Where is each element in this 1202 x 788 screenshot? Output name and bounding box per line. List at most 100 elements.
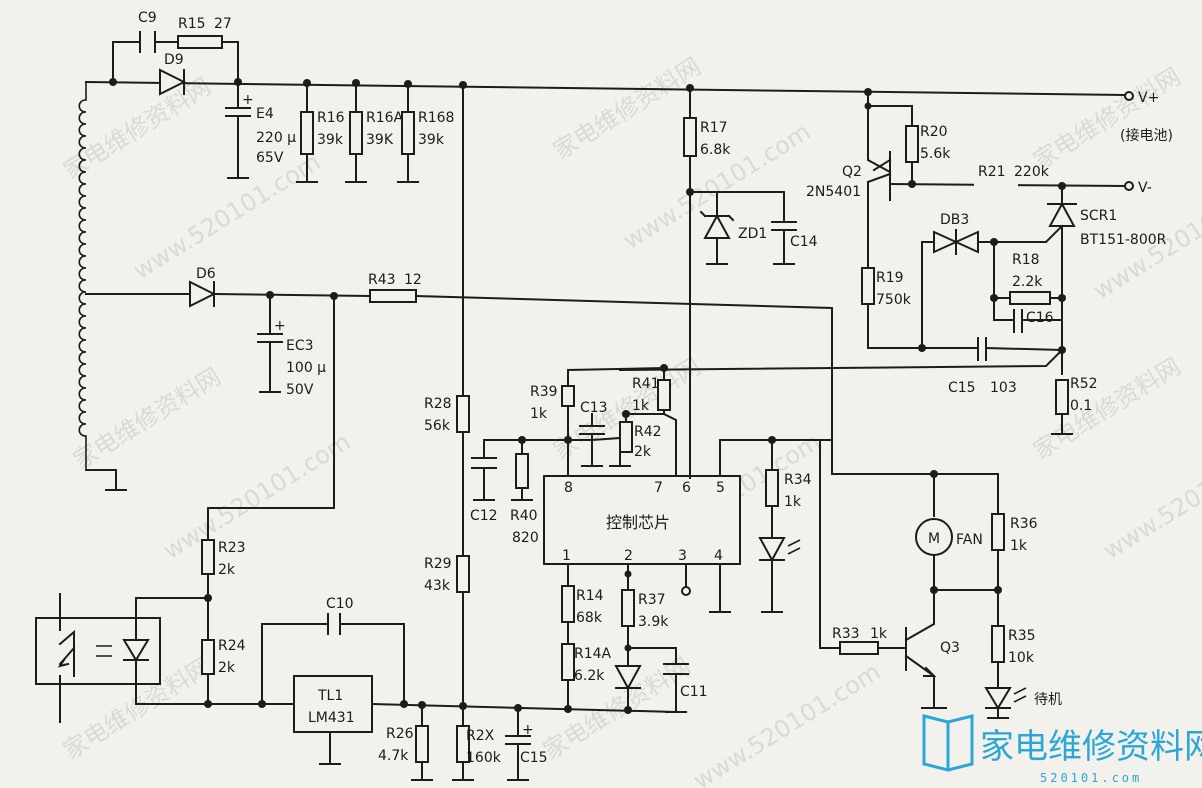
resistor-r34: R34 1k	[719, 436, 812, 537]
logo-url: 520101.com	[1040, 771, 1142, 785]
resistor-r18: R18 2.2k	[990, 241, 1066, 321]
resistor-r14: R14 68k	[561, 563, 604, 711]
value-r43: 12	[404, 272, 422, 288]
label-r24: R24	[218, 638, 246, 654]
label-r34: R34	[784, 472, 812, 488]
chip-pin-8: 8	[564, 480, 573, 496]
capacitor-c13: C13	[579, 400, 608, 435]
watermark-text: 家电维修资料网	[58, 72, 215, 185]
resistor-r52: R52 0.1	[1051, 376, 1098, 435]
label-r26: R26	[386, 726, 414, 742]
diode-d9: D9	[159, 52, 187, 96]
label-r33: R33	[832, 626, 860, 642]
value-r14a: 6.2k	[574, 668, 605, 684]
label-r42: R42	[634, 424, 662, 440]
resistor-r24: R24 2k	[201, 638, 295, 708]
label-battery: (接电池)	[1120, 127, 1173, 144]
resistor-r21: R21 220k	[974, 164, 1050, 191]
value-r28: 56k	[424, 418, 451, 434]
label-r14a: R14A	[574, 646, 612, 662]
value-ec3-cap: 100 μ	[286, 360, 326, 376]
label-zd1: ZD1	[738, 226, 767, 242]
thyristor-scr1: SCR1 BT151-800R	[993, 182, 1167, 351]
watermark-text: www.520101.com	[1098, 428, 1202, 566]
label-e4: E4	[256, 106, 274, 122]
pin3-open	[681, 563, 691, 596]
value-r39: 1k	[530, 406, 548, 422]
capacitor-c10: C10	[261, 596, 405, 705]
value-r33: 1k	[870, 626, 888, 642]
capacitor-c16: C16	[1013, 309, 1063, 333]
value-ec3-volt: 50V	[286, 382, 314, 398]
capacitor-c15-bottom: + C15	[505, 707, 548, 781]
resistor-r16: R16 39k	[296, 82, 345, 183]
label-vminus: V-	[1138, 180, 1152, 196]
value-r16: 39k	[317, 132, 344, 148]
value-r2x: 160k	[466, 750, 502, 766]
resistor-r26: R26 4.7k	[378, 704, 433, 781]
resistor-r20: R20 5.6k	[905, 124, 951, 163]
watermark-text: 家电维修资料网	[548, 52, 705, 165]
label-q3: Q3	[940, 640, 960, 656]
label-r14: R14	[576, 588, 604, 604]
resistor-r35: R35 10k	[991, 625, 1036, 687]
value-r29: 43k	[424, 578, 451, 594]
capacitor-c9: C9	[138, 10, 157, 53]
wire-pin4-ground	[709, 563, 731, 613]
resistor-r168: R168 39k	[397, 83, 454, 183]
value-r21: 220k	[1014, 164, 1050, 180]
control-chip: 控制芯片 8 7 6 5 1 2 3 4	[543, 475, 741, 565]
label-c11: C11	[680, 684, 708, 700]
label-c9: C9	[138, 10, 157, 26]
chip-pin-6: 6	[682, 480, 691, 496]
chip-pin-1: 1	[562, 548, 571, 564]
plus-c15b: +	[522, 722, 534, 738]
label-scr1: SCR1	[1080, 208, 1117, 224]
label-d6: D6	[196, 266, 216, 282]
label-r43: R43	[368, 272, 396, 288]
chip-pin-5: 5	[716, 480, 725, 496]
label-vplus: V+	[1138, 90, 1159, 106]
value-r52: 0.1	[1070, 398, 1092, 414]
capacitor-ec3: + EC3 100 μ 50V	[257, 294, 326, 398]
resistor-r16a: R16A 39K	[345, 82, 404, 183]
optocoupler	[35, 593, 209, 723]
resistor-r40: R40 820	[510, 453, 539, 546]
value-r26: 4.7k	[378, 748, 409, 764]
transformer-winding	[78, 82, 127, 491]
value-r14: 68k	[576, 610, 603, 626]
label-d9: D9	[164, 52, 184, 68]
resistor-r29: R29 43k	[424, 555, 470, 594]
diac-db3: DB3	[921, 212, 998, 351]
motor-symbol: M	[928, 531, 940, 547]
transistor-q3: Q3	[819, 439, 960, 709]
value-r42: 2k	[634, 444, 652, 460]
label-r23: R23	[218, 540, 246, 556]
capacitor-e4: + E4 220 μ 65V	[225, 81, 296, 179]
resistor-r23: R23 2k	[201, 539, 246, 641]
watermark-text: www.520101.com	[688, 658, 885, 788]
site-logo: 家电维修资料网 520101.com	[922, 714, 1202, 785]
chip-pin-4: 4	[714, 548, 723, 564]
label-r17: R17	[700, 120, 728, 136]
capacitor-c14: C14	[771, 221, 818, 265]
watermark-text: 家电维修资料网	[68, 362, 225, 475]
fan-motor: M FAN	[915, 518, 999, 594]
label-c15a: C15	[948, 380, 976, 396]
label-fan: FAN	[956, 532, 983, 548]
label-db3: DB3	[940, 212, 969, 228]
label-r18: R18	[1012, 252, 1040, 268]
label-standby: 待机	[1034, 692, 1062, 708]
label-ec3: EC3	[286, 338, 314, 354]
value-r20: 5.6k	[920, 146, 951, 162]
value-r15: 27	[214, 16, 232, 32]
label-r41: R41	[632, 376, 660, 392]
chip-top-network	[483, 364, 677, 477]
resistor-r43: R43 12	[368, 272, 422, 303]
wire-fan-supply	[831, 439, 999, 517]
led-indicator	[758, 537, 801, 613]
resistor-r41: R41 1k	[632, 376, 671, 414]
value-r168: 39k	[418, 132, 445, 148]
terminal-vminus: V-	[1124, 180, 1152, 196]
resistor-r15: R15 27	[177, 16, 232, 49]
